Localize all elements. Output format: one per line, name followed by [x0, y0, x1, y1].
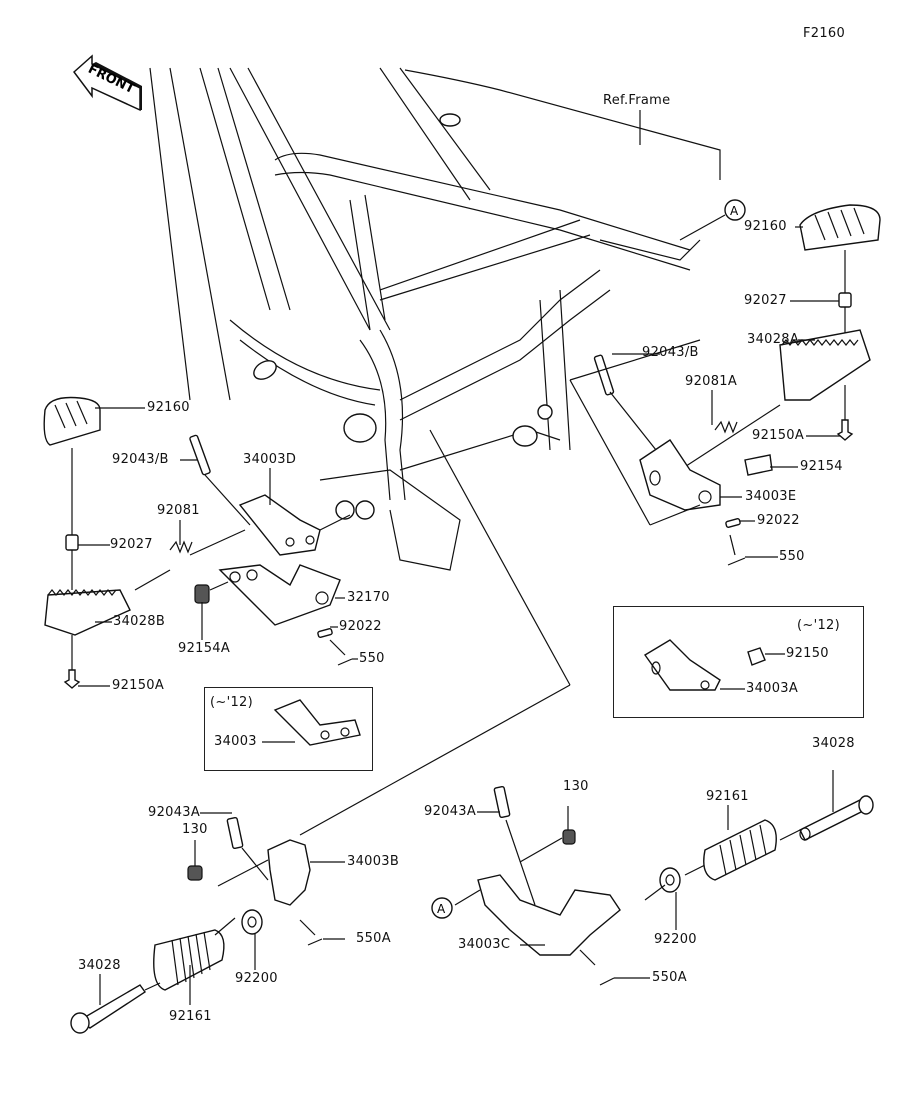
- right-footrest-assembly: [569, 204, 881, 566]
- part-label[interactable]: 34028A: [747, 332, 800, 347]
- left-footrest-assembly: [43, 396, 353, 689]
- part-label[interactable]: 92150: [786, 646, 829, 661]
- part-label[interactable]: 550: [779, 549, 805, 564]
- part-label[interactable]: 92081: [157, 503, 200, 518]
- figure-code: F2160: [803, 26, 846, 41]
- part-label[interactable]: 34003E: [745, 489, 797, 504]
- part-label[interactable]: 92160: [147, 400, 190, 415]
- part-label[interactable]: 92161: [706, 789, 749, 804]
- part-label[interactable]: 92027: [744, 293, 787, 308]
- part-label[interactable]: 92160: [744, 219, 787, 234]
- inset-note: (~'12): [797, 618, 840, 633]
- motorcycle-frame: [149, 67, 721, 571]
- marker-a-top: A: [679, 199, 746, 241]
- part-label[interactable]: 34028B: [113, 614, 166, 629]
- part-label[interactable]: 92161: [169, 1009, 212, 1024]
- part-label[interactable]: 92027: [110, 537, 153, 552]
- leader-lines: [78, 226, 840, 1005]
- part-label[interactable]: 34003C: [458, 937, 511, 952]
- marker-a-bottom: A: [431, 897, 453, 919]
- part-label[interactable]: 92200: [235, 971, 278, 986]
- svg-text:A: A: [437, 902, 446, 916]
- part-label[interactable]: 130: [182, 822, 208, 837]
- part-label[interactable]: 92154A: [178, 641, 231, 656]
- part-label[interactable]: 92200: [654, 932, 697, 947]
- part-label[interactable]: 32170: [347, 590, 390, 605]
- part-label[interactable]: 550: [359, 651, 385, 666]
- front-arrow-icon: FRONT: [72, 54, 142, 112]
- part-label[interactable]: 34003: [214, 734, 257, 749]
- part-label[interactable]: 92150A: [112, 678, 165, 693]
- part-label[interactable]: 92022: [757, 513, 800, 528]
- inset-right-part: [643, 639, 766, 691]
- part-label[interactable]: 92043A: [424, 804, 477, 819]
- part-label[interactable]: 34028: [812, 736, 855, 751]
- part-label[interactable]: 92081A: [685, 374, 738, 389]
- ref-frame-label: Ref.Frame: [603, 93, 671, 108]
- part-label[interactable]: 550A: [652, 970, 687, 985]
- part-label[interactable]: 34028: [78, 958, 121, 973]
- inset-box-left-until-2012: [204, 687, 373, 771]
- part-label[interactable]: 92022: [339, 619, 382, 634]
- bottom-right-passenger-peg: [454, 785, 874, 986]
- part-label[interactable]: 92043A: [148, 805, 201, 820]
- svg-text:A: A: [730, 204, 739, 218]
- part-label[interactable]: 34003A: [746, 681, 799, 696]
- part-label[interactable]: 92150A: [752, 428, 805, 443]
- part-label[interactable]: 92043/B: [112, 452, 169, 467]
- inset-note: (~'12): [210, 695, 253, 710]
- bottom-left-passenger-peg: [70, 816, 323, 1034]
- part-label[interactable]: 34003B: [347, 854, 400, 869]
- part-label[interactable]: 92154: [800, 459, 843, 474]
- part-label[interactable]: 130: [563, 779, 589, 794]
- inset-left-part: [273, 699, 361, 746]
- part-label[interactable]: 550A: [356, 931, 391, 946]
- part-label[interactable]: 34003D: [243, 452, 297, 467]
- part-label[interactable]: 92043/B: [642, 345, 699, 360]
- inset-box-right-until-2012: [613, 606, 864, 718]
